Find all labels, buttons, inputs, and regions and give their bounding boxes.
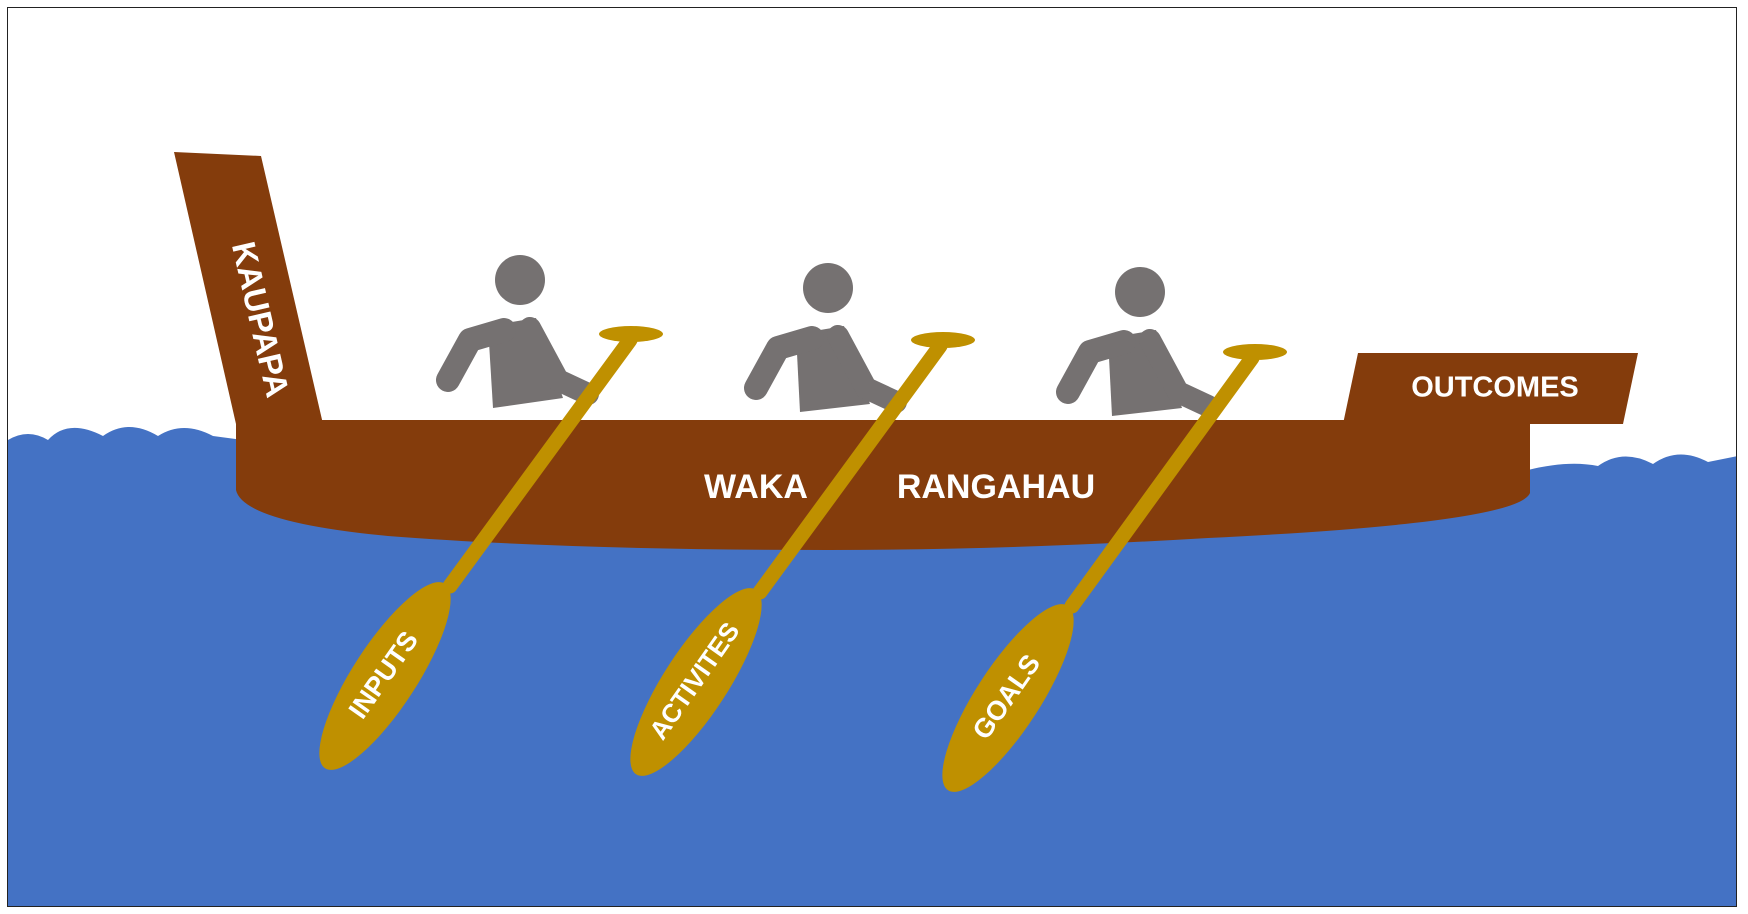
rower-3 bbox=[1056, 267, 1219, 417]
rower-3-head bbox=[1115, 267, 1165, 317]
paddle-3-handle bbox=[1223, 344, 1287, 360]
prow-board bbox=[1343, 353, 1638, 424]
paddle-2-handle bbox=[911, 332, 975, 348]
paddle-3-shaft bbox=[1064, 350, 1260, 614]
paddle-1-handle bbox=[599, 326, 663, 342]
rower-3-arm-back bbox=[1056, 330, 1136, 404]
paddle-2-shaft bbox=[752, 338, 948, 600]
paddle-3: GOALS bbox=[942, 344, 1287, 792]
rower-1-head bbox=[495, 255, 545, 305]
rower-1-arm-front bbox=[519, 317, 599, 405]
hull-label-waka: WAKA bbox=[704, 468, 808, 506]
paddle-1-shaft bbox=[442, 332, 638, 594]
waka-diagram: INPUTS ACTIVITES GOALS KAUPAPA OUTCOMES … bbox=[8, 152, 1736, 906]
rower-3-arm-front bbox=[1139, 329, 1219, 417]
paddle-1-blade bbox=[319, 582, 451, 770]
diagram-frame: INPUTS ACTIVITES GOALS KAUPAPA OUTCOMES … bbox=[7, 7, 1737, 907]
prow-label: OUTCOMES bbox=[1411, 372, 1579, 404]
rower-1-arm-back bbox=[436, 318, 516, 392]
waka-hull bbox=[236, 420, 1530, 550]
rower-2-arm-back bbox=[744, 326, 824, 400]
water bbox=[8, 427, 1736, 906]
rower-2-head bbox=[803, 263, 853, 313]
rower-1 bbox=[436, 255, 599, 408]
paddle-3-blade bbox=[942, 604, 1074, 792]
rower-2 bbox=[744, 263, 907, 413]
paddle-2-blade bbox=[630, 588, 762, 776]
hull-label-rangahau: RANGAHAU bbox=[897, 468, 1095, 506]
stern-post bbox=[174, 152, 323, 424]
paddle-1: INPUTS bbox=[319, 326, 663, 770]
rower-2-arm-front bbox=[827, 325, 907, 413]
